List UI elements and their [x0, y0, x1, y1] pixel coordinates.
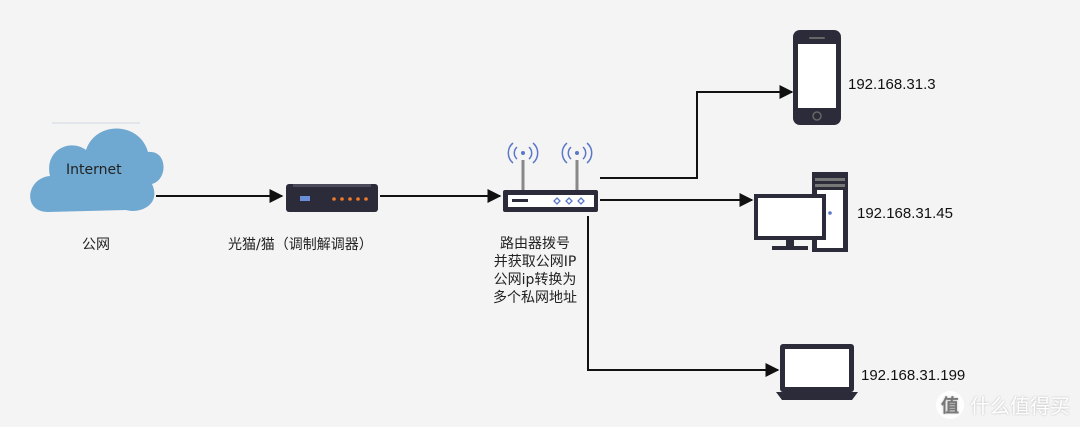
- desktop-icon: [754, 172, 848, 252]
- router-icon: [503, 142, 598, 212]
- laptop-icon: [776, 344, 858, 400]
- modem-icon: [286, 184, 378, 212]
- internet-cloud-icon: [30, 128, 164, 212]
- watermark-badge-icon: 值: [936, 390, 964, 419]
- link-router-laptop: [587, 216, 780, 377]
- router-caption: 路由器拨号 并获取公网IP 公网ip转换为 多个私网地址: [470, 235, 600, 307]
- phone-icon: [793, 30, 841, 125]
- router-caption-line: 公网ip转换为: [493, 272, 577, 288]
- router-caption-line: 路由器拨号: [500, 236, 570, 252]
- internet-cloud-label: Internet: [66, 162, 122, 178]
- watermark-text: 什么值得买: [970, 394, 1070, 418]
- link-router-phone: [600, 85, 794, 179]
- laptop-ip-label: 192.168.31.199: [861, 367, 966, 384]
- router-caption-line: 并获取公网IP: [493, 254, 577, 270]
- watermark: 值 什么值得买: [936, 390, 1070, 419]
- modem-caption: 光猫/猫（调制解调器）: [228, 237, 373, 253]
- internet-caption: 公网: [82, 237, 110, 253]
- phone-ip-label: 192.168.31.3: [848, 76, 936, 93]
- desktop-ip-label: 192.168.31.45: [857, 205, 953, 222]
- router-caption-line: 多个私网地址: [493, 290, 577, 306]
